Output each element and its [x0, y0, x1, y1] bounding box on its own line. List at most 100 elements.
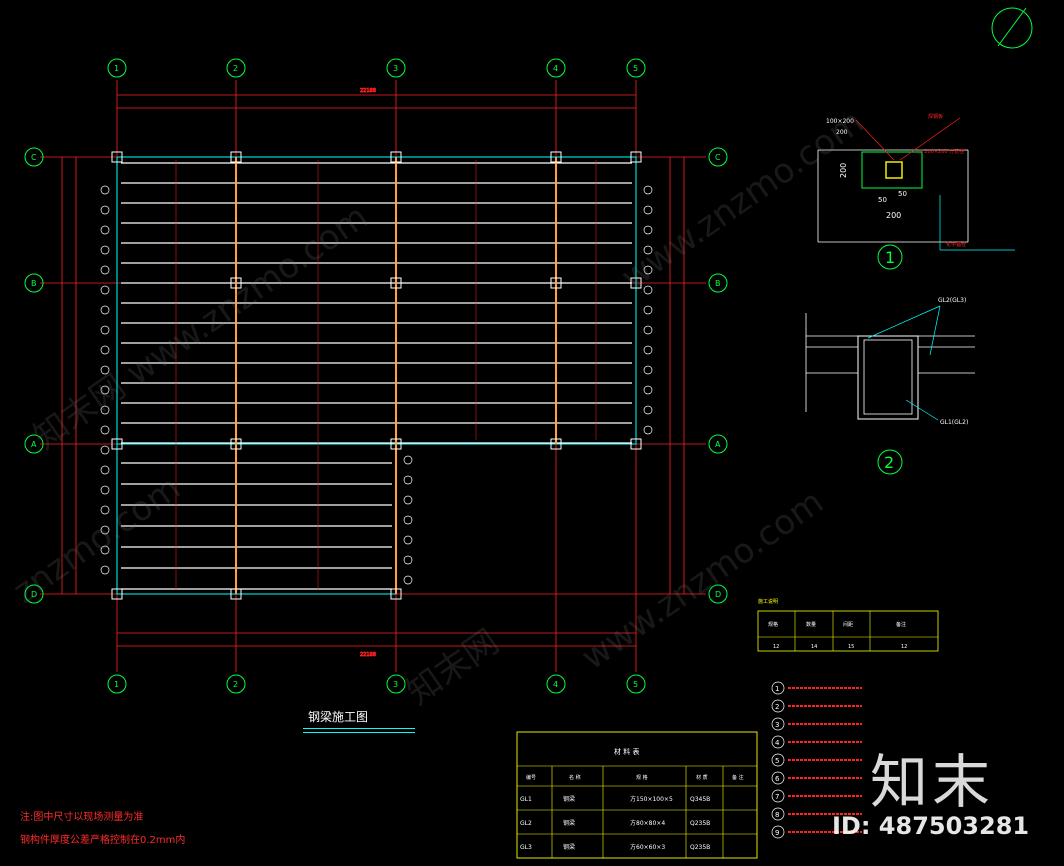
axis-label: 1 [114, 680, 119, 689]
steel-column [230, 151, 242, 163]
material-table-cell: 方80×80×4 [630, 819, 665, 827]
axis-label: 3 [393, 64, 398, 73]
detail2-number: 2 [884, 453, 894, 472]
beam-tag [100, 265, 110, 275]
small-table-cell: 12 [773, 644, 779, 650]
small-table-cell: 14 [811, 644, 817, 650]
axis-bubble [24, 147, 44, 167]
material-table-header: 编号 [526, 774, 536, 781]
small-table-header: 间距 [843, 621, 853, 628]
spec-bubble [771, 807, 785, 821]
material-table-cell: GL1 [520, 796, 532, 803]
axis-label: 1 [114, 64, 119, 73]
beam-tag [100, 205, 110, 215]
beam-tag [100, 305, 110, 315]
material-table-cell: GL3 [520, 844, 532, 851]
steel-column [390, 438, 402, 450]
beam-tag [403, 575, 413, 585]
watermark-id: ID: 487503281 [832, 812, 1030, 840]
axis-bubble [24, 273, 44, 293]
material-table-cell: Q235B [690, 844, 710, 851]
axis-bubble [546, 58, 566, 78]
material-table-header: 备 注 [732, 774, 744, 781]
detail2-marker [877, 449, 903, 475]
beam-tag [100, 445, 110, 455]
detail1-dim-e: 50 [898, 190, 907, 198]
beam-tag [100, 525, 110, 535]
steel-column [111, 588, 123, 600]
beam-tag [643, 305, 653, 315]
material-table-cell: GL2 [520, 820, 532, 827]
beam-tag [643, 385, 653, 395]
spec-number: 8 [775, 811, 779, 819]
beam-tag [403, 455, 413, 465]
spec-bubble [771, 717, 785, 731]
axis-label: 2 [233, 680, 238, 689]
small-table-cell: 12 [901, 644, 907, 650]
spec-bubble [771, 753, 785, 767]
beam-tag [403, 475, 413, 485]
beam-tag [643, 325, 653, 335]
axis-bubble [107, 674, 127, 694]
beam-tag [100, 185, 110, 195]
axis-bubble [226, 58, 246, 78]
detail1-dim-d: 50 [878, 196, 887, 204]
beam-tag [100, 465, 110, 475]
beam-tag [100, 565, 110, 575]
steel-column [111, 438, 123, 450]
detail2-label-b: GL1(GL2) [940, 419, 968, 426]
beam-tag [643, 185, 653, 195]
steel-column [630, 438, 642, 450]
steel-column [390, 151, 402, 163]
beam-tag [643, 365, 653, 375]
material-table-cell: Q345B [690, 796, 710, 803]
axis-bubble [708, 147, 728, 167]
material-table-title: 材 料 表 [614, 747, 639, 756]
material-table-cell: Q235B [690, 820, 710, 827]
small-table-header: 数量 [806, 621, 816, 628]
beam-tag [403, 555, 413, 565]
steel-column [630, 151, 642, 163]
beam-tag [643, 245, 653, 255]
axis-bubble [708, 434, 728, 454]
beam-tag [643, 265, 653, 275]
material-table-cell: 方150×100×5 [630, 795, 673, 803]
overall-dimension-bottom: 22188 [360, 652, 376, 658]
spec-bubble [771, 735, 785, 749]
north-arrow-icon [991, 7, 1033, 49]
detail1-dim-a: 100×200 [826, 118, 854, 125]
axis-label: 5 [633, 680, 638, 689]
steel-column [230, 438, 242, 450]
detail1-note-b: □ 200×200 方管柱 [918, 148, 964, 155]
beam-tag [403, 515, 413, 525]
notes: 注:图中尺寸以现场测量为准 钢构件厚度公差严格控制在0.2mm内 [20, 806, 185, 852]
drawing-title: 钢梁施工图 [308, 710, 369, 724]
axis-bubble [708, 273, 728, 293]
beam-tag [100, 425, 110, 435]
axis-label: A [31, 440, 37, 449]
beam-tag [643, 345, 653, 355]
small-table-cell: 15 [848, 644, 854, 650]
axis-bubble [626, 674, 646, 694]
title-underline-2 [303, 732, 415, 733]
spec-number: 2 [775, 703, 779, 711]
axis-bubble [24, 434, 44, 454]
detail1-number: 1 [885, 248, 895, 267]
axis-label: B [31, 279, 37, 288]
axis-bubble [546, 674, 566, 694]
axis-bubble [386, 58, 406, 78]
beam-tag [403, 535, 413, 545]
detail1-note-a: 焊钢板 [928, 113, 943, 120]
material-table-cell: 钢梁 [563, 843, 575, 851]
beam-tag [100, 545, 110, 555]
beam-tag [100, 225, 110, 235]
title-underline [303, 728, 415, 729]
beam-tag [643, 205, 653, 215]
axis-bubble [708, 584, 728, 604]
axis-label: C [31, 153, 37, 162]
axis-bubble [386, 674, 406, 694]
beam-tag [100, 285, 110, 295]
material-table-cell: 方60×60×3 [630, 843, 665, 851]
steel-column [550, 151, 562, 163]
